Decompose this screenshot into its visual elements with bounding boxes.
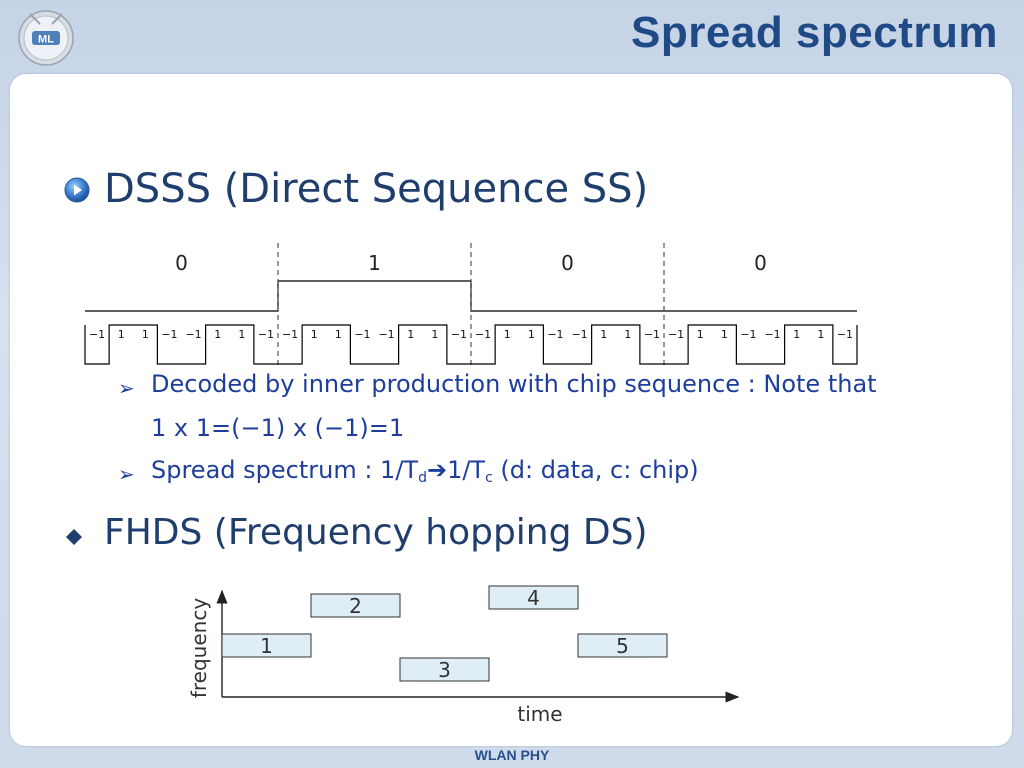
spread-mid: 1/T [447,456,486,484]
arrow-bullet-icon: ➢ [118,462,135,486]
diamond-bullet-icon [66,529,82,545]
chip-label: −1 [475,328,491,341]
chip-label: 1 [335,328,342,341]
chip-label: 1 [721,328,728,341]
spread-suffix: (d: data, c: chip) [492,456,699,484]
chip-label: 1 [431,328,438,341]
hop-box [221,633,312,658]
sub-bullet-spread-spectrum: Spread spectrum : 1/Td➔1/Tc (d: data, c:… [151,456,699,486]
chip-label: 1 [817,328,824,341]
chip-label: 1 [697,328,704,341]
subscript-c: c [485,470,493,486]
chip-label: 1 [214,328,221,341]
sub-bullet-decoded-line1: Decoded by inner production with chip se… [151,370,877,398]
hop-label: 3 [438,658,451,682]
chip-label: −1 [547,328,563,341]
chip-label: 1 [238,328,245,341]
subscript-d: d [418,470,427,486]
logo-icon: ML [18,10,74,66]
content-panel [10,74,1012,746]
chip-label: −1 [451,328,467,341]
logo-text: ML [38,34,54,46]
hop-box [399,657,490,682]
bit-label: 0 [561,251,574,275]
chip-label: −1 [378,328,394,341]
hop-label: 4 [527,586,540,610]
chip-label: 1 [504,328,511,341]
hop-label: 2 [349,594,362,618]
chip-label: −1 [740,328,756,341]
time-axis-label: time [517,702,562,726]
chip-label: 1 [407,328,414,341]
page-title: Spread spectrum [631,8,998,57]
hop-box [577,633,668,658]
chip-label: 1 [624,328,631,341]
hop-label: 1 [260,634,273,658]
bit-label: 1 [368,251,381,275]
footer-text: WLAN PHY [474,747,550,763]
play-bullet-icon [64,177,90,203]
chip-label: −1 [258,328,274,341]
sub-bullet-decoded-line2: 1 x 1=(−1) x (−1)=1 [151,414,405,442]
chip-label: 1 [600,328,607,341]
spread-prefix: Spread spectrum : 1/T [151,456,419,484]
chip-signal-line [84,324,858,365]
bit-label: 0 [175,251,188,275]
bullet-fhds: FHDS (Frequency hopping DS) [104,512,648,553]
chip-label: −1 [764,328,780,341]
chip-label: −1 [282,328,298,341]
bullet-dsss: DSSS (Direct Sequence SS) [104,166,649,212]
chip-label: −1 [185,328,201,341]
hop-label: 5 [616,634,629,658]
chip-label: −1 [354,328,370,341]
chip-label: 1 [793,328,800,341]
chip-label: 1 [311,328,318,341]
chip-label: −1 [644,328,660,341]
frequency-axis-label: frequency [187,598,211,698]
chip-label: −1 [571,328,587,341]
chip-label: 1 [118,328,125,341]
arrow-glyph: ➔ [426,456,448,484]
bit-label: 0 [754,251,767,275]
chip-label: 1 [142,328,149,341]
hop-box [488,585,579,610]
chip-label: −1 [837,328,853,341]
chip-label: −1 [668,328,684,341]
chip-label: 1 [528,328,535,341]
arrow-bullet-icon: ➢ [118,376,135,400]
chip-label: −1 [89,328,105,341]
hop-box [310,593,401,618]
chip-label: −1 [161,328,177,341]
